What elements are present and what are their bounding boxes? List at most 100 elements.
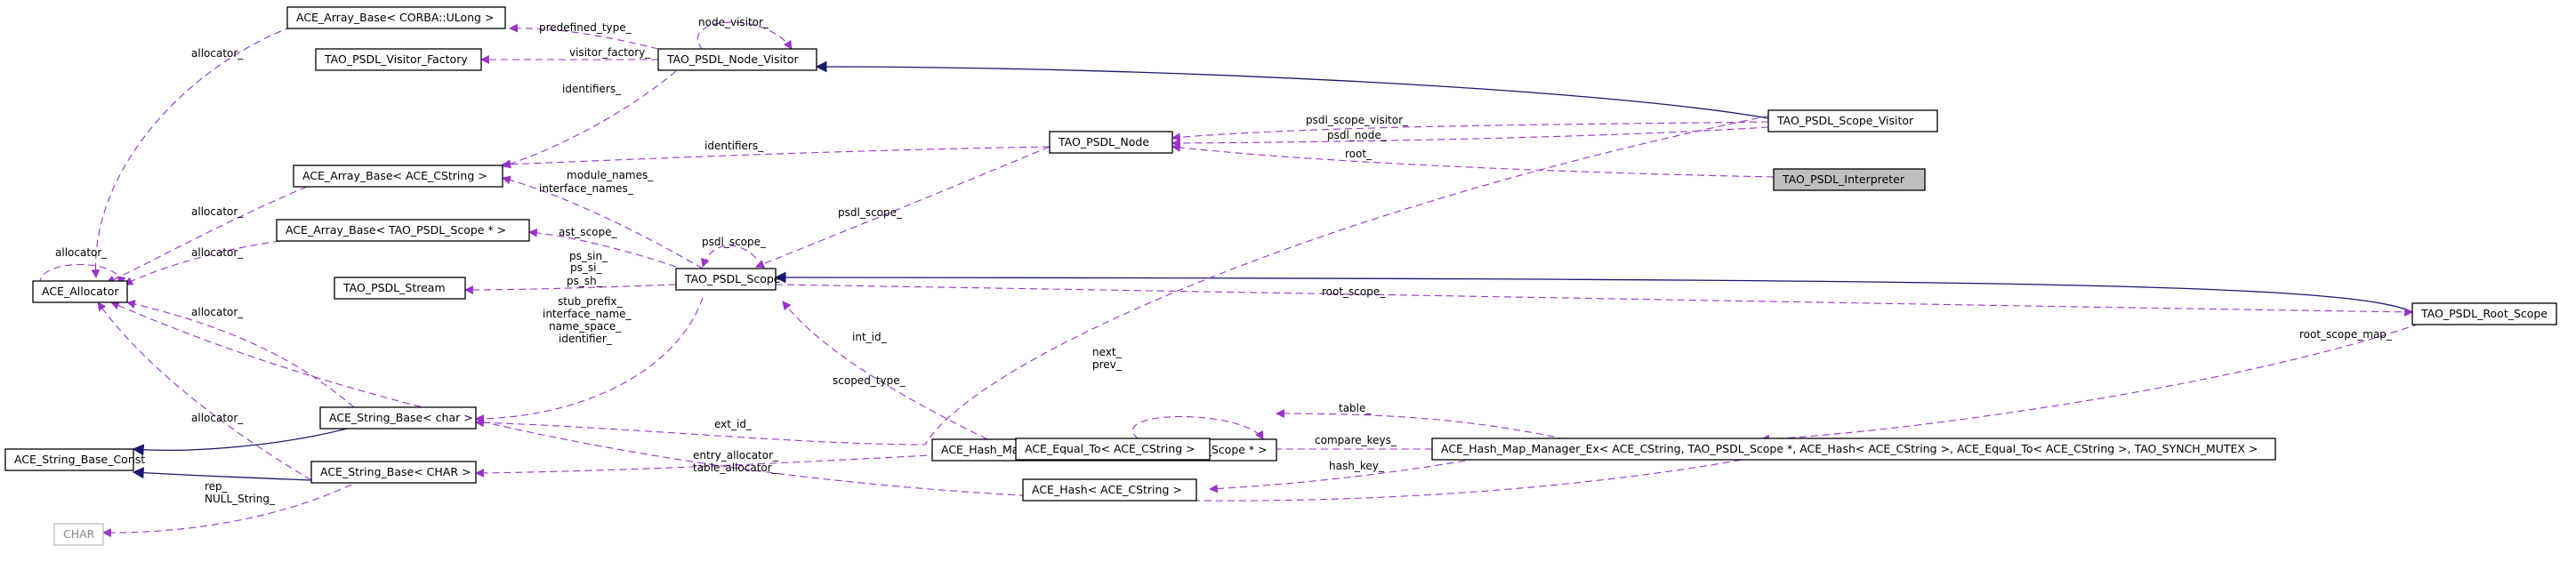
node-string-base-const[interactable]: ACE_String_Base_Const — [4, 448, 145, 471]
node-equal-to[interactable]: ACE_Equal_To< ACE_CString > — [1015, 438, 1211, 461]
edge-label-allocator: allocator_ — [191, 47, 244, 60]
edge-psdl-scope-visitor — [1171, 121, 1769, 142]
edge-label-allocator-self: allocator_ — [55, 246, 108, 259]
node-label: ACE_Array_Base< CORBA::ULong > — [296, 11, 494, 24]
node-label: ACE_String_Base_Const — [14, 453, 145, 466]
edge-ext-id — [475, 451, 997, 478]
node-node-visitor[interactable]: TAO_PSDL_Node_Visitor — [657, 48, 817, 71]
edge-label-root-scope-map: root_scope_map_ — [2299, 328, 2393, 341]
edge-psdl-scope-array — [701, 245, 757, 268]
edge-label-ps-si: ps_si_ — [570, 261, 602, 274]
edge-psdl-scope-node — [755, 146, 1051, 269]
node-label: ACE_Equal_To< ACE_CString > — [1025, 442, 1195, 455]
node-label: TAO_PSDL_Stream — [342, 281, 446, 294]
edge-label-null-string: NULL_String_ — [205, 493, 276, 505]
node-label: TAO_PSDL_Root_Scope — [2420, 307, 2548, 320]
node-hash-map-manager[interactable]: ACE_Hash_Map_Manager_Ex< ACE_CString, TA… — [1431, 438, 2276, 461]
node-label: ACE_Hash_Map_Manager_Ex< ACE_CString, TA… — [1441, 442, 2258, 455]
node-psdl-node[interactable]: TAO_PSDL_Node — [1049, 131, 1173, 154]
edge-int-id — [782, 301, 988, 440]
node-ace-array-base-scope[interactable]: ACE_Array_Base< TAO_PSDL_Scope * > — [276, 219, 530, 242]
edge-allocators — [110, 301, 1753, 502]
edge-label-allocator-3: allocator_ — [191, 246, 244, 259]
node-label: ACE_Array_Base< ACE_CString > — [302, 169, 487, 182]
nodes: ACE_Array_Base< CORBA::ULong > TAO_PSDL_… — [4, 6, 2557, 546]
edge-label-table: table_ — [1339, 402, 1372, 414]
node-hash[interactable]: ACE_Hash< ACE_CString > — [1022, 478, 1197, 502]
edge-table — [1276, 409, 1566, 440]
edge-root-scope — [775, 284, 2413, 317]
edge-root — [1171, 143, 1775, 178]
edge-label-allocator-4: allocator_ — [191, 306, 244, 318]
node-scope-visitor[interactable]: TAO_PSDL_Scope_Visitor — [1767, 109, 1938, 132]
edge-label-table-allocator: table_allocator_ — [693, 462, 778, 474]
edge-label-next: next_ — [1092, 346, 1123, 358]
edge-label-node-visitor: node_visitor_ — [698, 16, 769, 28]
edge-allocator-string-CHAR — [97, 301, 312, 481]
edge-string-base-CHAR-inherits-const — [132, 467, 312, 481]
edge-label-ast-scope: ast_scope_ — [559, 226, 618, 238]
edge-module-interface-names — [502, 175, 704, 269]
edge-string-base-char-inherits-const — [132, 428, 348, 456]
edge-label-ext-id: ext_id_ — [714, 418, 753, 430]
edge-root-scope-map — [1760, 323, 2420, 444]
edge-label-psdl-scope-1: psdl_scope_ — [838, 206, 903, 219]
edge-ps-streams — [464, 284, 677, 294]
edge-labels: allocator_ predefined_type_ node_visitor… — [55, 16, 2393, 505]
edges — [39, 21, 2420, 538]
edge-label-stub-prefix: stub_prefix_ — [558, 295, 624, 308]
node-label: ACE_String_Base< char > — [329, 411, 473, 424]
edge-label-scoped-type: scoped_type_ — [833, 374, 906, 387]
node-interpreter[interactable]: TAO_PSDL_Interpreter — [1773, 168, 1926, 191]
node-root-scope[interactable]: TAO_PSDL_Root_Scope — [2411, 302, 2557, 325]
node-label: ACE_String_Base< CHAR > — [320, 465, 471, 478]
node-psdl-scope[interactable]: TAO_PSDL_Scope — [675, 268, 781, 291]
node-label: ACE_Hash< ACE_CString > — [1032, 483, 1182, 496]
node-label: TAO_PSDL_Node_Visitor — [666, 52, 800, 66]
edge-label-hash-key: hash_key_ — [1329, 460, 1385, 472]
edge-next-prev — [1132, 415, 1264, 440]
edge-label-rep: rep_ — [205, 480, 229, 493]
edge-label-predefined-type: predefined_type_ — [539, 21, 632, 34]
edge-identifiers-node — [502, 146, 1051, 169]
edge-label-root-scope: root_scope_ — [1322, 285, 1386, 298]
node-label: CHAR — [63, 527, 95, 541]
node-ace-array-base-cstring[interactable]: ACE_Array_Base< ACE_CString > — [293, 165, 503, 188]
edge-label-interface-name: interface_name_ — [543, 308, 632, 320]
edge-label-identifiers-visitor: identifiers_ — [562, 83, 622, 95]
node-char[interactable]: CHAR — [53, 523, 104, 546]
node-label: ACE_Array_Base< TAO_PSDL_Scope * > — [286, 223, 506, 237]
edge-label-name-space: name_space_ — [549, 320, 622, 333]
edge-scoped-type — [475, 115, 1771, 446]
node-visitor-factory[interactable]: TAO_PSDL_Visitor_Factory — [315, 48, 482, 71]
edge-label-int-id: int_id_ — [852, 331, 888, 343]
edge-rep-null-string — [102, 484, 352, 538]
edge-label-identifiers-node: identifiers_ — [704, 140, 764, 152]
edge-hash-key — [1209, 458, 1477, 494]
edge-label-allocator-2: allocator_ — [191, 205, 244, 218]
edge-label-psdl-scope-visitor: psdl_scope_visitor_ — [1306, 114, 1409, 126]
node-label: TAO_PSDL_Visitor_Factory — [324, 52, 468, 66]
node-string-base-char[interactable]: ACE_String_Base< char > — [319, 406, 477, 430]
edge-root-scope-inherits-scope — [774, 271, 2413, 313]
edge-label-identifier: identifier_ — [559, 333, 613, 345]
node-string-base-CHAR[interactable]: ACE_String_Base< CHAR > — [310, 461, 477, 484]
edge-allocator-array-ulong — [91, 26, 293, 278]
edge-label-ps-sh: ps_sh_ — [567, 275, 603, 287]
edge-string-members — [475, 297, 704, 423]
edge-label-psdl-scope-2: psdl_scope_ — [702, 236, 767, 248]
node-psdl-stream[interactable]: TAO_PSDL_Stream — [334, 277, 466, 300]
edge-label-psdl-node: psdl_node_ — [1327, 129, 1388, 141]
node-ace-allocator[interactable]: ACE_Allocator — [32, 280, 128, 303]
edge-label-ps-sin: ps_sin_ — [569, 250, 608, 262]
edge-allocator-array-cstring — [106, 186, 308, 284]
node-label: TAO_PSDL_Scope_Visitor — [1776, 114, 1914, 127]
edge-allocator-string-char — [126, 300, 355, 408]
edge-label-visitor-factory: visitor_factory_ — [569, 46, 651, 59]
edge-psdl-node — [1171, 126, 1769, 148]
node-label: TAO_PSDL_Interpreter — [1782, 173, 1905, 186]
edge-label-entry-allocator: entry_allocator_ — [693, 449, 779, 462]
node-label: TAO_PSDL_Scope — [684, 272, 781, 285]
node-ace-array-base-ulong[interactable]: ACE_Array_Base< CORBA::ULong > — [286, 6, 506, 29]
